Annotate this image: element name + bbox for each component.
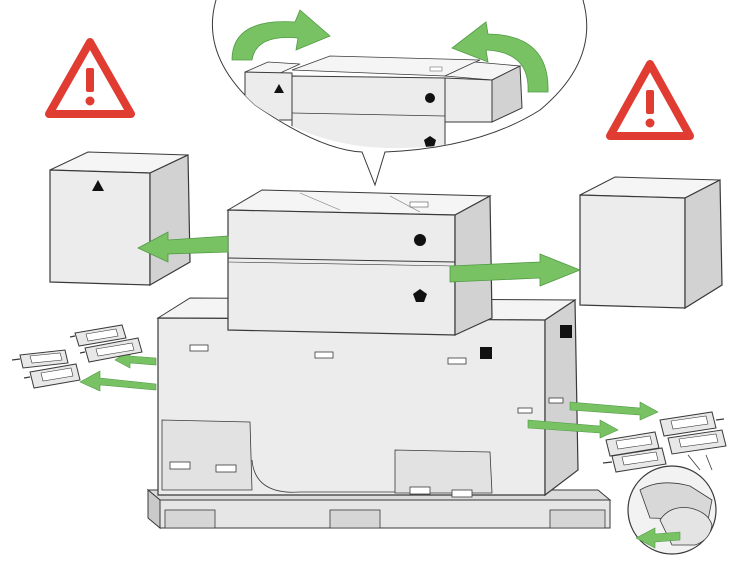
arrow-detail (635, 527, 681, 549)
base-crate-center-curve (251, 459, 395, 493)
pallet-block-right (549, 509, 606, 529)
warning-triangle-icon (606, 60, 694, 140)
curved-arrow-left (231, 9, 331, 61)
left-box (49, 151, 191, 287)
handle-slot (169, 461, 191, 470)
middle-box-seam (299, 192, 341, 211)
arrow-bracket-right-top (569, 401, 659, 421)
bracket (667, 429, 727, 455)
right-box (579, 176, 723, 310)
left-box-side (149, 154, 191, 287)
square-marker-icon (480, 347, 492, 359)
bracket (79, 337, 143, 363)
middle-box-label (409, 201, 429, 208)
bracket (11, 349, 69, 369)
brackets-right (602, 411, 727, 473)
circle-marker-icon (414, 234, 426, 246)
square-marker-icon (560, 325, 572, 338)
right-box-side (684, 179, 723, 310)
pallet-block-mid (329, 509, 381, 529)
bracket (69, 324, 127, 347)
arrow-left-box (137, 231, 229, 263)
base-crate-flap-left (161, 419, 253, 491)
middle-box-front (227, 209, 456, 336)
base-crate-side (544, 298, 579, 497)
pallet-front (159, 499, 611, 529)
detail-zoom-circle (627, 454, 717, 555)
circle-marker-icon (425, 93, 435, 103)
bracket (602, 447, 667, 473)
pallet-side (147, 488, 161, 530)
handle-slot (215, 464, 237, 473)
right-box-front (579, 194, 686, 309)
arrow-right-box (449, 253, 582, 287)
pallet-block-left (164, 509, 216, 529)
middle-box-seam (227, 261, 456, 267)
triangle-marker-icon (274, 84, 284, 93)
bracket (605, 431, 660, 457)
bracket (23, 363, 81, 389)
arrow-bracket-right-bottom (527, 419, 619, 439)
handle-slot (189, 344, 209, 352)
pallet (146, 488, 612, 530)
top-zoom-bubble (211, 0, 588, 187)
warning-triangle-icon (45, 38, 135, 118)
handle-slot (314, 351, 334, 359)
base-crate-flap-right (394, 449, 493, 494)
handle-slot (447, 357, 467, 365)
handle-slot (517, 407, 533, 414)
handle-slot (409, 486, 431, 495)
pentagon-marker-icon (424, 136, 436, 147)
bracket (659, 411, 725, 437)
handle-slot (548, 397, 564, 404)
arrow-bracket-bottom (79, 370, 157, 392)
pentagon-marker-icon (413, 289, 427, 302)
middle-box (226, 189, 493, 336)
handle-slot (451, 489, 473, 498)
middle-box-seam (227, 257, 456, 263)
triangle-marker-icon (92, 180, 104, 191)
curved-arrow-right (451, 21, 549, 93)
middle-box-seam (389, 195, 421, 213)
removal-arrows (79, 231, 659, 439)
brackets-left (11, 324, 143, 389)
